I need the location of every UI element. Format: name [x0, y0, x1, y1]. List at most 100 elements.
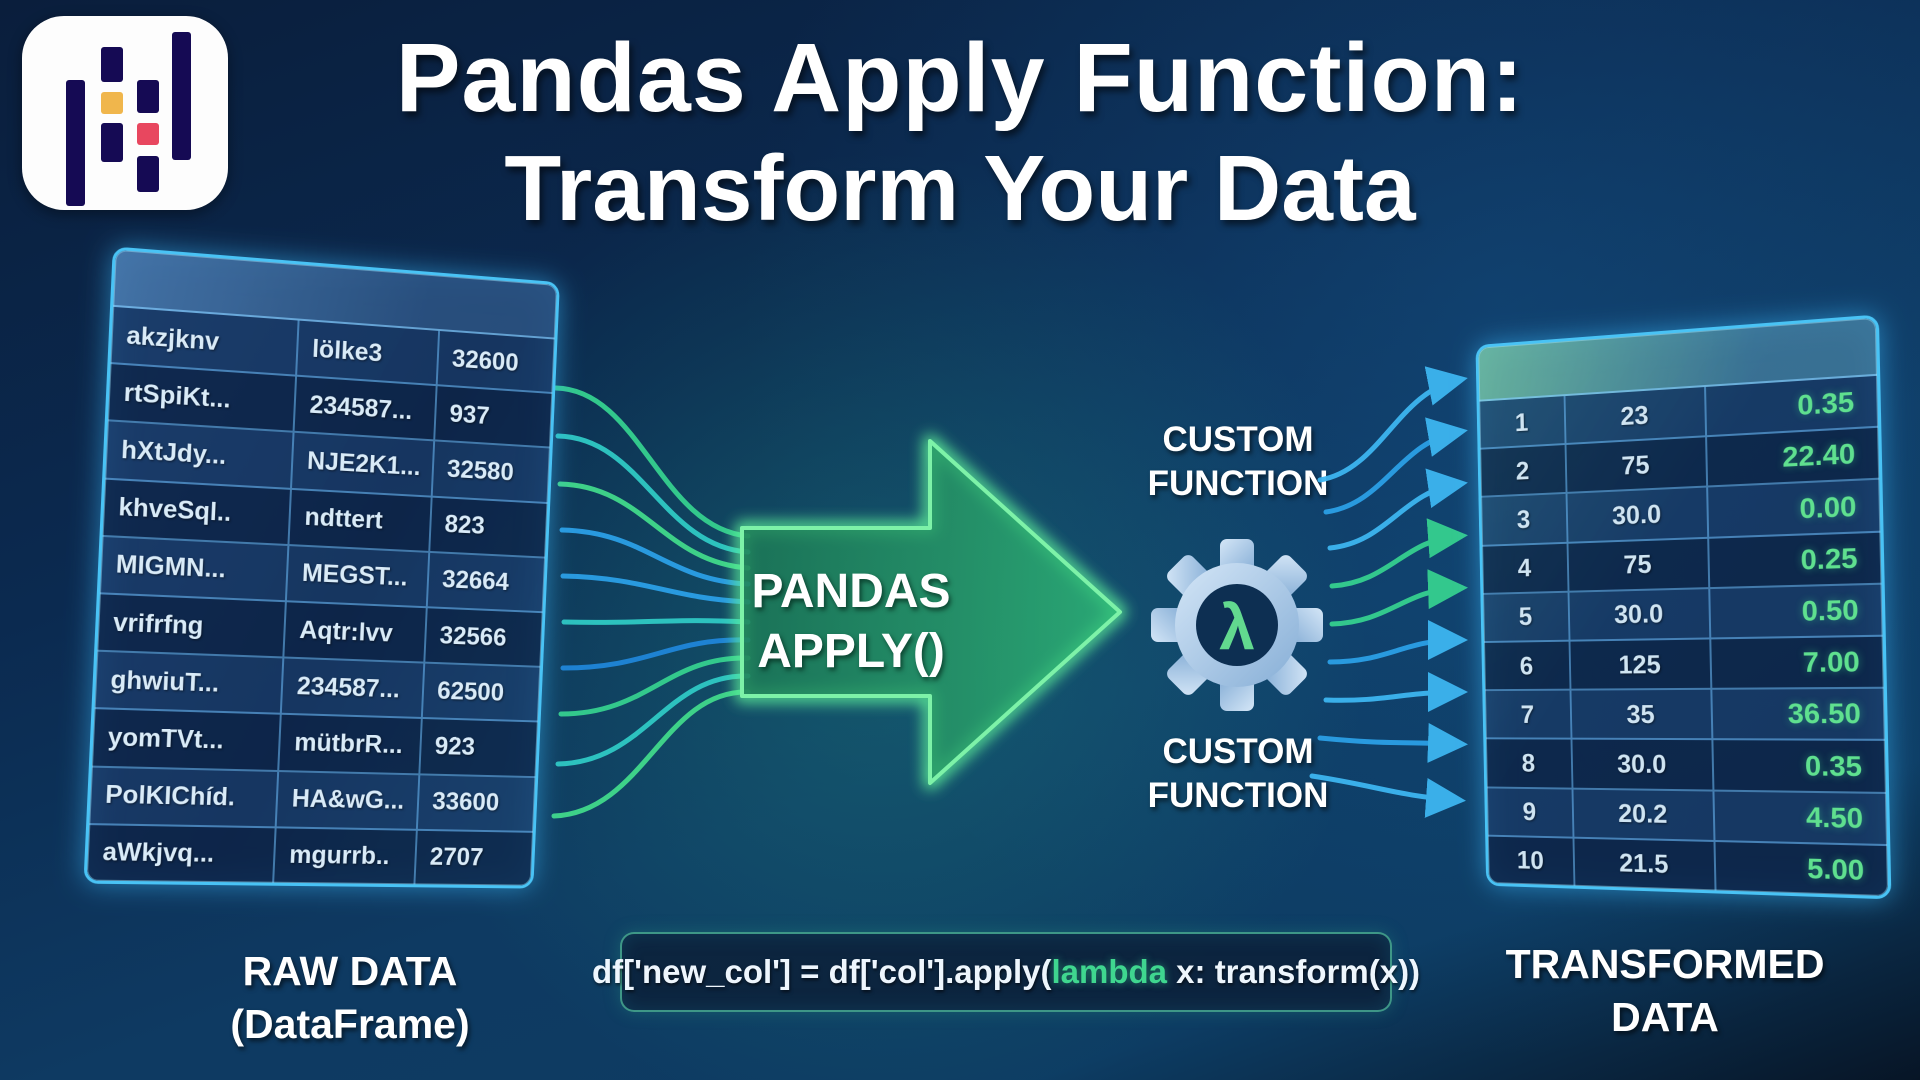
table-cell-c1: PolKIChíd. — [89, 767, 280, 827]
table-cell-c2: 234587... — [281, 658, 425, 718]
apply-arrow-label: PANDAS APPLY() — [706, 562, 996, 682]
custom-function-top-line-1: CUSTOM — [1162, 420, 1314, 459]
table-cell-idx: 10 — [1487, 836, 1576, 886]
table-cell-c1: yomTVt... — [92, 709, 282, 770]
logo-bar — [101, 123, 123, 162]
table-cell-result: 7.00 — [1802, 645, 1861, 679]
table-cell-idx: 5 — [1483, 592, 1571, 642]
transformed-data-caption-line-1: TRANSFORMED — [1505, 941, 1825, 987]
table-cell-c2: HA&wG... — [276, 771, 420, 829]
table-cell-value: 75 — [1566, 437, 1709, 493]
table-cell-value: 30.0 — [1572, 740, 1715, 790]
title-line-1: Pandas Apply Function: — [395, 23, 1525, 132]
table-cell-c1: rtSpiKt... — [107, 364, 297, 432]
table-cell-idx: 6 — [1484, 641, 1572, 690]
table-cell-value: 23 — [1565, 386, 1708, 444]
table-cell-c3: 32580 — [446, 455, 515, 487]
custom-function-bottom-line-1: CUSTOM — [1162, 732, 1314, 771]
table-cell-result: 0.00 — [1799, 489, 1857, 524]
table-cell-c1: hXtJdy... — [105, 421, 295, 488]
table-cell-idx: 1 — [1479, 396, 1567, 448]
table-cell-c1: vrifrfng — [97, 594, 287, 657]
table-cell-result: 5.00 — [1806, 852, 1865, 886]
table-cell-result: 22.40 — [1782, 437, 1856, 474]
table-cell-c2: MEGST... — [286, 545, 430, 607]
table-cell-c1: ghwiuT... — [94, 651, 285, 714]
table-cell-value: 30.0 — [1567, 487, 1710, 542]
table-cell-idx: 3 — [1481, 494, 1569, 545]
custom-function-label-bottom: CUSTOM FUNCTION — [1078, 730, 1398, 818]
table-cell-idx: 8 — [1486, 739, 1574, 788]
raw-data-caption-line-1: RAW DATA — [242, 948, 458, 994]
custom-function-top-line-2: FUNCTION — [1147, 463, 1329, 503]
raw-data-caption: RAW DATA (DataFrame) — [130, 945, 570, 1052]
table-cell-idx: 7 — [1485, 690, 1573, 739]
table-cell-c2: ndttert — [289, 489, 433, 551]
table-row: aWkjvq...mgurrb.. 2707 — [86, 824, 533, 886]
table-cell-result: 0.35 — [1804, 749, 1863, 782]
logo-bar — [66, 80, 85, 206]
table-cell-c2: Aqtr:lvv — [284, 602, 428, 662]
table-cell-value: 21.5 — [1574, 838, 1717, 891]
table-cell-c1: khveSql.. — [102, 479, 292, 544]
table-cell-result: 0.50 — [1801, 593, 1859, 627]
table-cell-result: 0.25 — [1800, 541, 1858, 576]
table-cell-result: 36.50 — [1787, 697, 1862, 730]
page-title: Pandas Apply Function: Transform Your Da… — [0, 22, 1920, 242]
logo-pink-square — [137, 123, 159, 145]
code-post: x: transform(x)) — [1167, 953, 1421, 990]
table-cell-c3: 32566 — [439, 621, 508, 652]
lambda-icon: λ — [1219, 591, 1255, 663]
table-cell-c3: 62500 — [436, 676, 505, 707]
table-cell-idx: 4 — [1482, 543, 1570, 593]
logo-bar — [101, 47, 123, 82]
table-cell-result: 4.50 — [1805, 800, 1864, 834]
table-cell-result: 0.35 — [1796, 385, 1855, 422]
raw-data-caption-line-2: (DataFrame) — [230, 1001, 470, 1048]
table-cell-value: 125 — [1570, 639, 1713, 689]
table-cell-c2: mgurrb.. — [274, 828, 418, 885]
transformed-data-caption: TRANSFORMED DATA — [1450, 938, 1880, 1045]
code-keyword-lambda: lambda — [1051, 953, 1168, 990]
table-cell-c2: 234587... — [294, 376, 438, 440]
table-cell-value: 35 — [1571, 690, 1714, 739]
title-line-2: Transform Your Data — [504, 135, 1416, 240]
apply-arrow-label-line-2: APPLY() — [757, 625, 945, 678]
logo-bar — [137, 156, 159, 192]
pandas-logo-icon — [22, 16, 228, 210]
code-snippet: df['new_col'] = df['col'].apply(lambda x… — [592, 932, 1420, 1012]
table-cell-c2: lölke3 — [296, 320, 440, 385]
custom-function-label-top: CUSTOM FUNCTION — [1078, 418, 1398, 506]
apply-arrow-label-line-1: PANDAS — [751, 565, 951, 618]
table-cell-idx: 2 — [1480, 445, 1568, 497]
table-cell-c3: 937 — [448, 399, 491, 430]
table-cell-value: 20.2 — [1573, 789, 1716, 840]
table-cell-c3: 923 — [434, 732, 476, 761]
table-cell-idx: 9 — [1487, 788, 1575, 837]
table-cell-c3: 32664 — [441, 565, 510, 597]
table-cell-c3: 32600 — [451, 344, 520, 377]
custom-function-bottom-line-2: FUNCTION — [1147, 775, 1329, 815]
logo-bar — [137, 80, 159, 113]
table-cell-c3: 2707 — [429, 843, 484, 872]
table-cell-c2: NJE2K1... — [291, 433, 435, 496]
table-cell-c3: 823 — [443, 510, 486, 541]
logo-yellow-square — [101, 92, 123, 114]
table-cell-c3: 33600 — [431, 787, 500, 817]
logo-bar — [172, 32, 191, 160]
table-cell-c1: aWkjvq... — [86, 824, 277, 883]
table-cell-value: 75 — [1568, 538, 1711, 591]
code-pre: df['new_col'] = df['col'].apply( — [591, 953, 1052, 990]
